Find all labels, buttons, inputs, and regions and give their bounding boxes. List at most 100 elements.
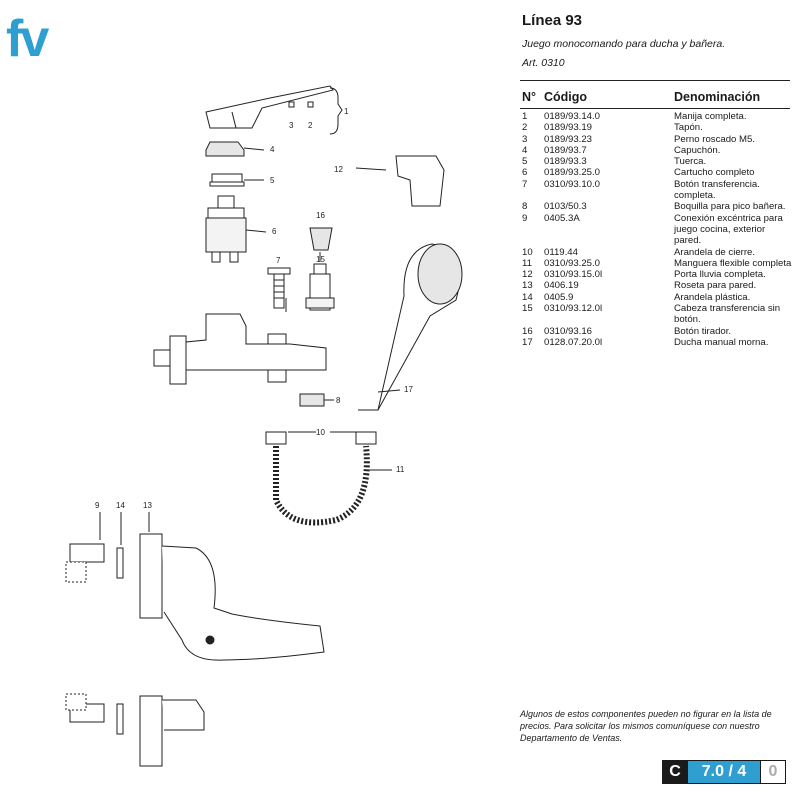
table-row: 5 0189/93.3 Tuerca. xyxy=(520,156,792,167)
fv-logo: fv xyxy=(6,12,52,62)
col-number: N° xyxy=(522,90,537,104)
cartridge-part xyxy=(217,195,235,209)
part-code: 0310/93.10.0 xyxy=(544,178,601,190)
part-name: Porta lluvia completa. xyxy=(674,269,766,281)
part-name: Arandela plástica. xyxy=(674,291,751,303)
part-name: Arandela de cierre. xyxy=(674,246,756,258)
nozzle-part xyxy=(299,393,325,407)
table-top-rule xyxy=(520,80,790,81)
callout-4: 4 xyxy=(270,145,275,154)
part-number: 5 xyxy=(522,156,528,168)
callout-2: 2 xyxy=(308,121,313,130)
callout-5: 5 xyxy=(270,176,275,185)
article-number: Art. 0310 xyxy=(522,57,565,69)
part-name: Botón transferencia. completa. xyxy=(674,178,760,202)
part-name: Cartucho completo xyxy=(674,167,755,179)
diagram-callouts: 1 2 3 4 5 6 7 8 9 10 11 12 13 14 15 16 1… xyxy=(95,107,413,510)
button-part xyxy=(267,267,291,275)
part-number: 6 xyxy=(522,167,528,179)
part-code: 0405.3A xyxy=(544,212,580,224)
handle-part xyxy=(205,85,334,129)
part-code: 0310/93.12.0l xyxy=(544,303,603,315)
part-name: Botón tirador. xyxy=(674,325,732,337)
table-row: 15 0310/93.12.0l Cabeza transferencia sin … xyxy=(520,303,792,326)
part-number: 3 xyxy=(522,133,528,145)
part-number: 4 xyxy=(522,144,528,156)
part-name: Roseta para pared. xyxy=(674,280,757,292)
cap-part xyxy=(205,141,245,157)
part-code: 0310/93.16 xyxy=(544,325,593,337)
callout-7: 7 xyxy=(276,256,281,265)
table-row: 13 0406.19 Roseta para pared. xyxy=(520,280,792,291)
rosette-top xyxy=(139,533,163,619)
part-number: 7 xyxy=(522,178,528,190)
part-name: Manija completa. xyxy=(674,111,747,122)
part-code: 0189/93.25.0 xyxy=(544,167,601,179)
part-number: 14 xyxy=(522,291,533,303)
page-subtitle: Juego monocomando para ducha y bañera. xyxy=(522,38,726,50)
part-name: Cabeza transferencia sin botón. xyxy=(674,303,781,326)
page-title: Línea 93 xyxy=(522,12,583,29)
callout-11: 11 xyxy=(396,465,405,474)
bolt-part xyxy=(288,101,295,108)
part-name: Capuchón. xyxy=(674,144,721,156)
part-number: 15 xyxy=(522,303,533,315)
part-code: 0405.9 xyxy=(544,291,574,303)
part-name: Tapón. xyxy=(674,122,703,134)
part-code: 0189/93.7 xyxy=(544,144,587,156)
knob-part xyxy=(309,227,333,251)
table-header-rule xyxy=(520,108,790,109)
part-number: 13 xyxy=(522,280,533,292)
part-number: 2 xyxy=(522,122,528,134)
parts-table-header: N° Código Denominación xyxy=(520,90,790,106)
part-name: Manguera flexible completa xyxy=(674,257,792,269)
part-name: Tuerca. xyxy=(674,156,707,168)
table-row: 4 0189/93.7 Capuchón. xyxy=(520,145,792,156)
part-code: 0189/93.14.0 xyxy=(544,111,601,122)
part-code: 0189/93.23 xyxy=(544,133,593,145)
callout-15: 15 xyxy=(316,255,325,264)
callout-3: 3 xyxy=(289,121,294,130)
svg-text:fv: fv xyxy=(6,12,49,62)
part-number: 16 xyxy=(522,325,533,337)
col-code: Código xyxy=(544,90,588,104)
callout-12: 12 xyxy=(334,165,343,174)
part-code: 0128.07.20.0l xyxy=(544,336,603,348)
part-code: 0103/50.3 xyxy=(544,201,587,213)
table-row: 16 0310/93.16 Botón tirador. xyxy=(520,326,792,337)
part-code: 0189/93.3 xyxy=(544,156,587,168)
head-part xyxy=(313,263,327,275)
holder-part xyxy=(395,155,445,207)
part-name: Boquilla para pico bañera. xyxy=(674,201,786,213)
table-row: 7 0310/93.10.0 Botón transferencia. comple… xyxy=(520,179,792,202)
part-number: 12 xyxy=(522,269,533,281)
plug-part xyxy=(307,101,314,108)
callout-16: 16 xyxy=(316,211,325,220)
part-code: 0310/93.25.0 xyxy=(544,257,601,269)
callout-13: 13 xyxy=(143,501,152,510)
callout-14: 14 xyxy=(116,501,125,510)
part-code: 0406.19 xyxy=(544,280,579,292)
page-badge: C 7.0 / 4 0 xyxy=(662,760,786,784)
part-name: Ducha manual morna. xyxy=(674,336,769,348)
callout-6: 6 xyxy=(272,227,277,236)
badge-value: 7.0 / 4 xyxy=(688,760,760,784)
part-name: Conexión excéntrica para juego cocina, e… xyxy=(674,212,783,247)
badge-letter: C xyxy=(662,760,688,784)
part-number: 10 xyxy=(522,246,533,258)
nut-part xyxy=(211,173,243,183)
callout-1: 1 xyxy=(344,107,349,116)
eccentric-top xyxy=(69,543,105,563)
mixer-body xyxy=(185,313,327,371)
callout-17: 17 xyxy=(404,385,413,394)
badge-suffix: 0 xyxy=(760,760,786,784)
